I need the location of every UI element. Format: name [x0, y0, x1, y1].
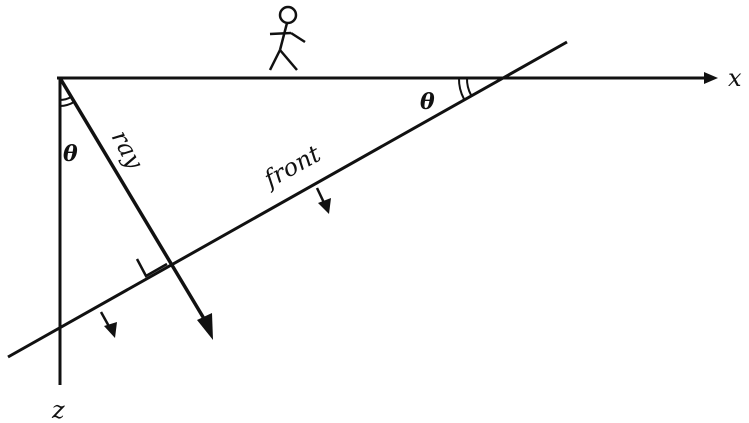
ray-arrowhead [197, 313, 213, 340]
ray-arrow [58, 77, 213, 340]
theta-origin-label: θ [63, 141, 78, 167]
x-axis-arrowhead [704, 72, 718, 84]
front-propagation-arrow-upper [315, 187, 331, 214]
z-axis-label: z [51, 396, 65, 423]
x-axis [57, 72, 718, 84]
theta-surface-label: θ [420, 89, 435, 115]
angle-arc-surface [457, 77, 472, 100]
angle-arc-origin [59, 96, 75, 107]
front-propagation-arrow-lower [99, 311, 117, 338]
front-label: front [258, 140, 326, 195]
wavefront-line [7, 40, 568, 359]
observer-figure [268, 5, 306, 71]
x-axis-label: x [728, 64, 742, 92]
observer-head [278, 5, 298, 25]
right-angle-marker [135, 258, 168, 278]
